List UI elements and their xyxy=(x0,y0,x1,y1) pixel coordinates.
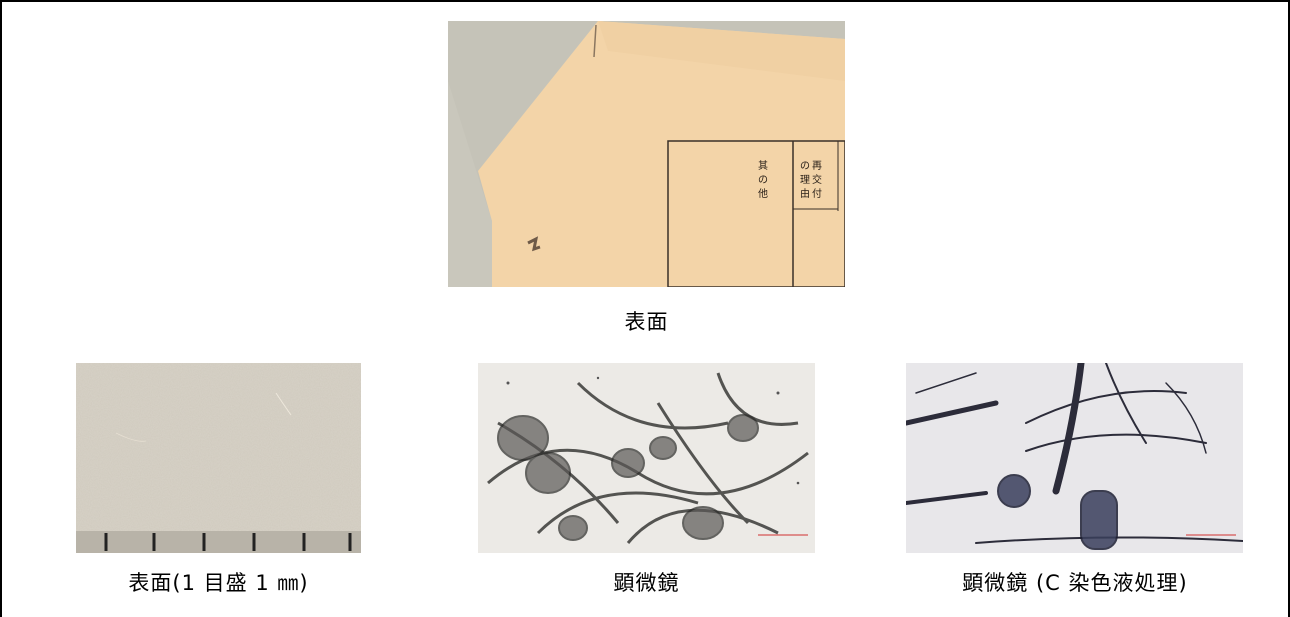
form-label-reason-3: 由 xyxy=(800,187,810,200)
form-label-reissue-3: 付 xyxy=(812,187,822,200)
surface-ruler-caption: 表面(1 目盛 1 ㎜) xyxy=(128,571,309,595)
form-label-other-3: 他 xyxy=(758,187,768,200)
surface-ruler-photo xyxy=(76,363,361,553)
microscope-caption: 顕微鏡 xyxy=(613,571,680,595)
form-label-reason-2: 理 xyxy=(800,174,810,186)
form-label-reissue-2: 交 xyxy=(812,173,822,186)
form-label-other-2: の xyxy=(758,175,768,186)
form-label-other-1: 其 xyxy=(758,160,768,172)
microscope-photo xyxy=(478,363,815,553)
form-label-reason-1: の xyxy=(800,161,810,172)
stained-microscope-caption: 顕微鏡 (C 染色液処理) xyxy=(962,571,1188,595)
top-photo-caption: 表面 xyxy=(624,310,669,334)
stained-microscope-photo xyxy=(906,363,1243,553)
document-surface-photo: 其 の 他 の 理 由 再 交 付 xyxy=(448,21,845,287)
form-label-reissue-1: 再 xyxy=(812,160,822,172)
